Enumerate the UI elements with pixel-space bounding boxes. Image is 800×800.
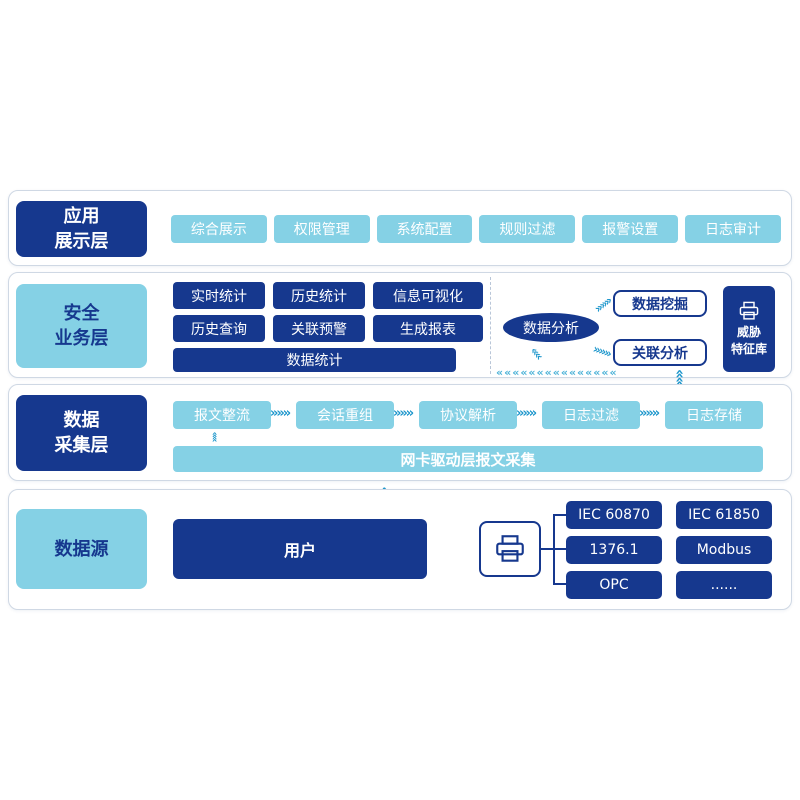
layer-label-data-source: 数据源	[16, 509, 147, 589]
pipeline-box: 协议解析	[419, 401, 517, 429]
connector-line	[553, 514, 555, 585]
printer-icon	[739, 301, 759, 320]
layer-data-collection: 数据 采集层 报文整流 会话重组 协议解析 日志过滤 日志存储 »»» »»» …	[8, 384, 792, 481]
layer-label-app-display: 应用 展示层	[16, 201, 147, 257]
stat-box: 关联预警	[273, 315, 365, 342]
app-function-box: 权限管理	[273, 215, 370, 243]
connector-line	[541, 548, 554, 550]
protocol-box: ......	[676, 571, 772, 599]
layer-label-line: 数据	[63, 410, 100, 431]
layer-label-data-collection: 数据 采集层	[16, 395, 147, 471]
arrow-up-left-icon: »»	[527, 346, 546, 364]
pipeline-box: 会话重组	[296, 401, 394, 429]
arrow-right-icon: »»»	[639, 406, 660, 421]
connector-line	[555, 548, 566, 550]
protocol-box: Modbus	[676, 536, 772, 564]
repo-label-line: 威胁	[736, 324, 761, 339]
pipeline-box: 日志过滤	[542, 401, 640, 429]
stat-box: 历史统计	[273, 282, 365, 309]
protocol-box: OPC	[566, 571, 662, 599]
layer-label-line: 应用	[63, 206, 100, 227]
stat-box: 生成报表	[373, 315, 483, 342]
layer-security-business: 安全 业务层 实时统计 历史统计 信息可视化 历史查询 关联预警 生成报表 数据…	[8, 272, 792, 378]
layer-label-line: 采集层	[54, 435, 109, 456]
threat-feature-repo: 威胁 特征库	[723, 286, 775, 372]
data-mining-box: 数据挖掘	[613, 290, 707, 317]
arrow-right-icon: »»»	[270, 406, 291, 421]
app-function-box: 综合展示	[171, 215, 267, 243]
collector-device	[479, 521, 541, 577]
nic-driver-capture-bar: 网卡驱动层报文采集	[173, 446, 763, 472]
user-box: 用户	[173, 519, 427, 579]
data-statistics-bar: 数据统计	[173, 348, 456, 372]
stat-box: 实时统计	[173, 282, 265, 309]
connector-line	[555, 514, 566, 516]
connector-line	[555, 583, 566, 585]
app-function-box: 系统配置	[376, 215, 473, 243]
layer-label-line: 展示层	[54, 231, 109, 252]
data-analysis-ellipse: 数据分析	[503, 313, 599, 342]
arrow-left-dashed-icon: «««««««««««««««	[496, 366, 618, 379]
app-function-box: 日志审计	[685, 215, 781, 243]
arrow-up-right-icon: »»»	[591, 294, 614, 316]
layer-label-line: 安全	[63, 303, 100, 324]
app-function-box: 规则过滤	[479, 215, 576, 243]
layer-data-source: 数据源 用户 IEC 60870 1376.1 OPC IEC 61850 Mo…	[8, 489, 792, 610]
protocol-box: 1376.1	[566, 536, 662, 564]
arrow-right-icon: »»»	[393, 406, 414, 421]
arrow-up-small-icon: »»	[209, 433, 221, 443]
section-divider	[490, 277, 491, 374]
correlation-analysis-box: 关联分析	[613, 339, 707, 366]
app-function-row: 综合展示 权限管理 系统配置 规则过滤 报警设置 日志审计	[171, 215, 781, 243]
stat-box: 信息可视化	[373, 282, 483, 309]
arrow-right-icon: »»»	[516, 406, 537, 421]
pipeline-box: 报文整流	[173, 401, 271, 429]
printer-icon	[496, 535, 524, 562]
app-function-box: 报警设置	[582, 215, 679, 243]
protocol-box: IEC 60870	[566, 501, 662, 529]
stat-box: 历史查询	[173, 315, 265, 342]
arrow-right-icon: »»»	[591, 341, 613, 361]
protocol-box: IEC 61850	[676, 501, 772, 529]
repo-label-line: 特征库	[730, 341, 767, 356]
layer-label-security-business: 安全 业务层	[16, 284, 147, 368]
layer-label-line: 业务层	[54, 328, 109, 349]
layer-app-display: 应用 展示层 综合展示 权限管理 系统配置 规则过滤 报警设置 日志审计	[8, 190, 792, 266]
pipeline-box: 日志存储	[665, 401, 763, 429]
